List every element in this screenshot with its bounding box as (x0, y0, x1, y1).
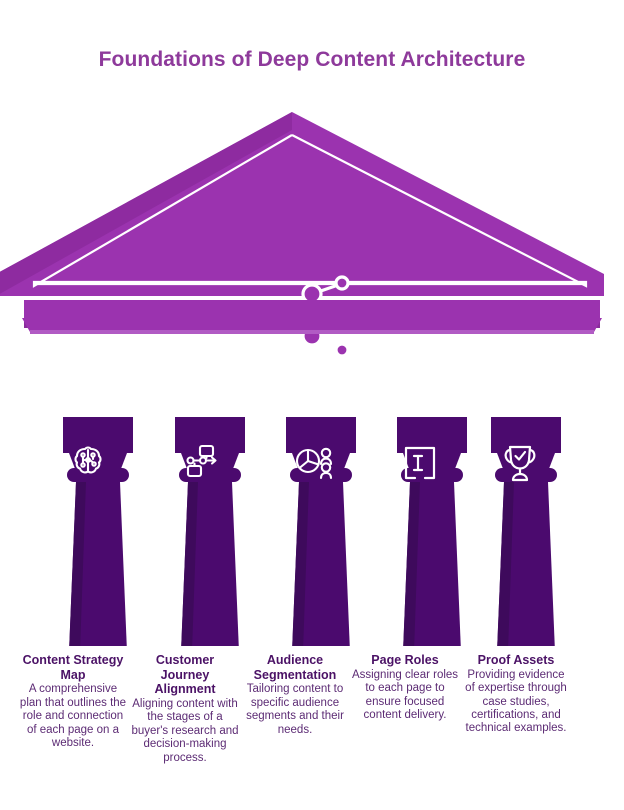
pillar-shaft-shade (403, 482, 420, 646)
caption-body: Assigning clear roles to each page to en… (351, 668, 459, 721)
pillar-upper-collar (401, 468, 463, 482)
caption-body: A comprehensive plan that outlines the r… (19, 683, 127, 750)
caption-page-roles: Page Roles Assigning clear roles to each… (351, 653, 459, 765)
caption-proof-assets: Proof Assets Providing evidence of exper… (462, 653, 570, 765)
pillar-proof-assets (491, 417, 561, 646)
caption-title: Customer Journey Alignment (154, 653, 216, 697)
pediment-left-shadow (0, 112, 292, 294)
caption-content-strategy-map: Content Strategy Map A comprehensive pla… (19, 653, 127, 765)
caption-customer-journey-alignment: Customer Journey Alignment Aligning cont… (131, 653, 239, 765)
pillar-customer-journey-alignment (175, 417, 245, 646)
pillar-content-strategy-map (63, 417, 133, 646)
caption-title: Page Roles (371, 653, 439, 667)
workflow-flowchart-icon (186, 444, 217, 478)
pillar-shaft-shade (69, 482, 86, 646)
caption-audience-segmentation: Audience Segmentation Tailoring content … (241, 653, 349, 765)
temple-diagram (0, 106, 624, 646)
pillar-capital (286, 417, 356, 453)
caption-row: Content Strategy Map A comprehensive pla… (0, 653, 624, 765)
pillar-capital (63, 417, 133, 453)
caption-body: Tailoring content to specific audience s… (246, 683, 344, 736)
pediment-inner-outline (32, 134, 588, 288)
cornice-bar (22, 318, 602, 332)
caption-title: Proof Assets (477, 653, 555, 667)
trophy-check-icon (504, 445, 536, 482)
pillar-upper-collar (179, 468, 241, 482)
pediment-triangle (0, 112, 604, 296)
text-cursor-box-icon (404, 446, 436, 480)
caption-title: Content Strategy Map (22, 653, 124, 682)
caption-body: Aligning content with the stages of a bu… (131, 697, 239, 764)
pillar-upper-collar (67, 468, 129, 482)
pillar-capital (175, 417, 245, 453)
pillar-upper-collar (495, 468, 557, 482)
caption-body: Providing evidence of expertise through … (465, 668, 567, 735)
pillar-shaft-shade (497, 482, 514, 646)
pillar-shaft-shade (292, 482, 309, 646)
pillar-page-roles (397, 417, 467, 646)
cornice-underline (30, 330, 594, 334)
pillar-audience-segmentation (286, 417, 356, 646)
page-title: Foundations of Deep Content Architecture (98, 48, 526, 71)
pie-chart-people-icon (295, 447, 333, 480)
caption-title: Audience Segmentation (253, 653, 337, 682)
brain-circuit-icon (74, 446, 102, 474)
pillar-shaft-shade (181, 482, 198, 646)
entablature-group (22, 300, 602, 334)
